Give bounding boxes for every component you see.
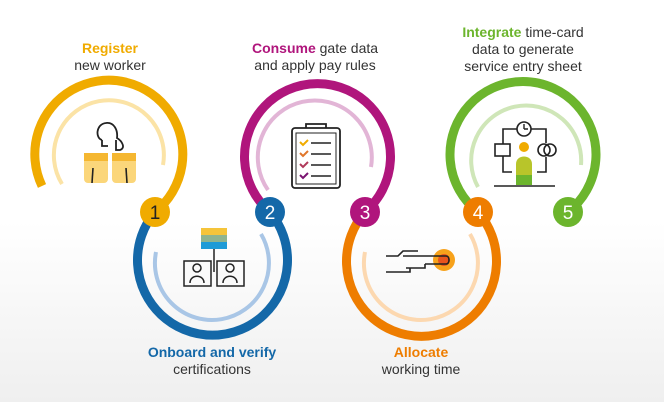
step-4-number: 4 [473, 203, 484, 224]
step-1-number: 1 [150, 203, 161, 224]
step-2-ring [133, 209, 292, 340]
step-1-inner-arc [51, 98, 166, 186]
org-chart-icon [183, 228, 245, 287]
integration-icon [494, 121, 557, 187]
step-2-badge: 2 [255, 197, 285, 227]
step-3-inner-arc [255, 98, 374, 192]
step-5-line1-rest: time-card [521, 24, 584, 40]
step-2-highlight: Onboard and verify [147, 344, 277, 360]
step-4-label: Allocate working time [321, 344, 521, 378]
step-2-inner-arc [152, 232, 271, 322]
hand-pointer-button-icon [386, 249, 455, 273]
step-3-badge: 3 [350, 197, 380, 227]
step-4-inner-arc [361, 232, 480, 322]
step-5-line3: service entry sheet [464, 58, 582, 74]
step-5-inner-arc [469, 103, 584, 188]
step-3-ring [240, 79, 395, 216]
step-3-number: 3 [360, 203, 371, 224]
step-4-line2: working time [381, 361, 461, 377]
step-5-badge: 5 [553, 197, 583, 227]
step-3-highlight: Consume [251, 40, 316, 56]
worker-icon [84, 122, 136, 184]
step-5-highlight: Integrate [462, 24, 522, 40]
step-2-line2: certifications [173, 361, 251, 377]
step-4-ring [342, 209, 501, 341]
step-4-highlight: Allocate [393, 344, 449, 360]
step-1-line2: new worker [74, 57, 146, 73]
step-1-badge: 1 [140, 197, 170, 227]
step-2-number: 2 [265, 203, 276, 224]
step-3-line1-rest: gate data [315, 40, 379, 56]
step-2-label: Onboard and verify certifications [112, 344, 312, 378]
step-3-line2: and apply pay rules [254, 57, 376, 73]
step-5-number: 5 [563, 203, 574, 224]
step-1-highlight: Register [81, 40, 139, 56]
step-3-label: Consume gate data and apply pay rules [215, 40, 415, 74]
step-4-badge: 4 [463, 197, 493, 227]
step-1-label: Register new worker [10, 40, 210, 74]
step-5-line2: data to generate [472, 41, 574, 57]
step-5-ring [445, 77, 601, 216]
clipboard-checklist-icon [291, 123, 341, 189]
step-1-ring [30, 75, 188, 216]
step-5-label: Integrate time-card data to generate ser… [423, 24, 623, 75]
